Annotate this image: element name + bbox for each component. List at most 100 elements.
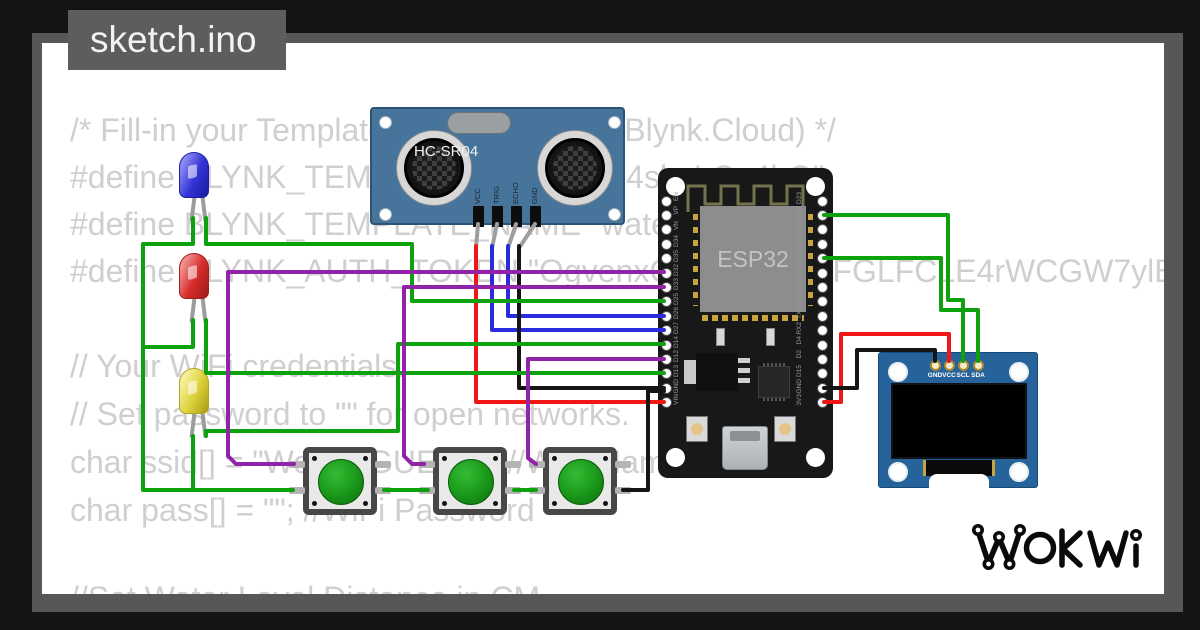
led-blue[interactable] bbox=[175, 152, 213, 242]
esp32-pin-rx2[interactable] bbox=[816, 325, 828, 337]
button-pin-dot bbox=[312, 501, 317, 506]
usb-connector bbox=[722, 426, 768, 470]
esp32-pin-d12[interactable] bbox=[660, 353, 672, 365]
oled-pin-sda[interactable] bbox=[972, 360, 984, 371]
code-line: //Set Water Level Distance in CM bbox=[70, 580, 540, 594]
esp32-pin-d26[interactable] bbox=[660, 310, 672, 322]
solder-pads bbox=[693, 214, 698, 306]
button-pin-dot bbox=[363, 501, 368, 506]
button-pin-dot bbox=[552, 501, 557, 506]
esp32-pin-label: TXD bbox=[796, 220, 803, 234]
regulator-leg bbox=[738, 358, 750, 363]
file-tab[interactable]: sketch.ino bbox=[68, 10, 286, 70]
esp32-pin-label: D18 bbox=[796, 278, 803, 291]
oled-pin-label: SCL bbox=[956, 372, 970, 379]
mount-hole bbox=[608, 116, 621, 129]
esp32-pin-label: D33 bbox=[673, 278, 680, 291]
sensor-pin-label: GND bbox=[530, 187, 539, 204]
esp32-pin-rxd[interactable] bbox=[816, 238, 828, 250]
esp32-pin-label: D32 bbox=[673, 264, 680, 276]
hc-sr04-sensor[interactable]: HC-SR04 bbox=[370, 107, 625, 225]
esp32-pin-d5[interactable] bbox=[816, 296, 828, 308]
regulator-leg bbox=[738, 368, 750, 373]
regulator-leg bbox=[738, 378, 750, 383]
sensor-pin-trig[interactable] bbox=[491, 206, 503, 227]
button-pin-dot bbox=[603, 501, 608, 506]
esp32-pin-d23[interactable] bbox=[816, 195, 828, 207]
voltage-regulator bbox=[696, 353, 738, 391]
esp32-pin-label: D14 bbox=[673, 336, 680, 348]
esp32-pin-label: VN bbox=[673, 220, 680, 230]
esp32-pin-d25[interactable] bbox=[660, 296, 672, 308]
transducer-right bbox=[537, 130, 613, 206]
oled-notch bbox=[929, 474, 989, 489]
esp32-pin-label: VP bbox=[673, 206, 680, 216]
oled-ribbon-connector bbox=[923, 460, 995, 476]
sensor-pin-vcc[interactable] bbox=[472, 206, 484, 227]
mount-hole bbox=[888, 462, 908, 482]
esp32-pin-label: D27 bbox=[673, 321, 680, 334]
esp32-pin-label: D26 bbox=[673, 307, 680, 320]
esp32-pin-d35[interactable] bbox=[660, 253, 672, 265]
sensor-pin-label: ECHO bbox=[511, 182, 520, 204]
esp32-pin-label: TX2 bbox=[796, 307, 803, 320]
esp32-pin-d18[interactable] bbox=[816, 281, 828, 293]
sensor-pin-echo[interactable] bbox=[510, 206, 522, 227]
esp32-pin-vn[interactable] bbox=[660, 224, 672, 236]
oled-pin-gnd[interactable] bbox=[929, 360, 941, 371]
capacitor bbox=[766, 328, 775, 346]
esp32-pin-d32[interactable] bbox=[660, 267, 672, 279]
esp32-pin-label: D22 bbox=[796, 206, 803, 219]
esp32-pin-d21[interactable] bbox=[816, 253, 828, 265]
esp32-pin-vp[interactable] bbox=[660, 209, 672, 221]
boot-button[interactable] bbox=[774, 416, 796, 442]
oled-pin-scl[interactable] bbox=[957, 360, 969, 371]
esp32-pin-gnd[interactable] bbox=[660, 382, 672, 394]
en-button[interactable] bbox=[686, 416, 708, 442]
esp32-pin-label: D35 bbox=[673, 249, 680, 262]
oled-pin-vcc[interactable] bbox=[943, 360, 955, 371]
esp32-pin-d13[interactable] bbox=[660, 368, 672, 380]
esp32-pin-label: GND bbox=[796, 379, 803, 394]
esp32-board[interactable]: ESP32 bbox=[658, 168, 833, 478]
esp32-pin-gnd[interactable] bbox=[816, 382, 828, 394]
esp32-pin-d19[interactable] bbox=[816, 267, 828, 279]
diagram-canvas[interactable]: /* Fill-in your Template ID (only if usi… bbox=[42, 43, 1164, 594]
esp32-pin-vin[interactable] bbox=[660, 397, 672, 409]
esp32-pin-3v3[interactable] bbox=[816, 397, 828, 409]
sensor-label: HC-SR04 bbox=[414, 143, 479, 160]
esp32-pin-d14[interactable] bbox=[660, 339, 672, 351]
esp32-label: ESP32 bbox=[717, 246, 789, 272]
esp32-pin-label: D19 bbox=[796, 264, 803, 276]
esp32-pin-d22[interactable] bbox=[816, 209, 828, 221]
esp32-pin-d2[interactable] bbox=[816, 353, 828, 365]
esp32-pin-label: RX2 bbox=[796, 321, 803, 335]
button-cap[interactable] bbox=[558, 459, 604, 505]
esp32-pin-d34[interactable] bbox=[660, 238, 672, 250]
esp32-pin-d4[interactable] bbox=[816, 339, 828, 351]
led-dome bbox=[179, 152, 209, 198]
esp32-pin-label: GND bbox=[673, 379, 680, 394]
sensor-pin-gnd[interactable] bbox=[529, 206, 541, 227]
mount-hole bbox=[1009, 462, 1029, 482]
esp32-pin-label: D2 bbox=[796, 350, 803, 359]
mount-hole bbox=[666, 448, 685, 467]
esp32-pin-label: D4 bbox=[796, 336, 803, 345]
mount-hole bbox=[1009, 362, 1029, 382]
esp32-pin-tx2[interactable] bbox=[816, 310, 828, 322]
esp32-pin-d33[interactable] bbox=[660, 281, 672, 293]
mount-hole bbox=[806, 177, 825, 196]
esp32-pin-txd[interactable] bbox=[816, 224, 828, 236]
esp32-module: ESP32 bbox=[700, 206, 806, 312]
mount-hole bbox=[666, 177, 685, 196]
usb-serial-chip bbox=[758, 363, 790, 401]
esp32-pin-en[interactable] bbox=[660, 195, 672, 207]
esp32-pin-d15[interactable] bbox=[816, 368, 828, 380]
esp32-pin-d27[interactable] bbox=[660, 325, 672, 337]
antenna-trace bbox=[686, 184, 805, 212]
wokwi-logo bbox=[972, 524, 1143, 570]
button-cap[interactable] bbox=[448, 459, 494, 505]
esp32-pin-label: D25 bbox=[673, 292, 680, 305]
sensor-pin-label: TRIG bbox=[492, 186, 501, 204]
